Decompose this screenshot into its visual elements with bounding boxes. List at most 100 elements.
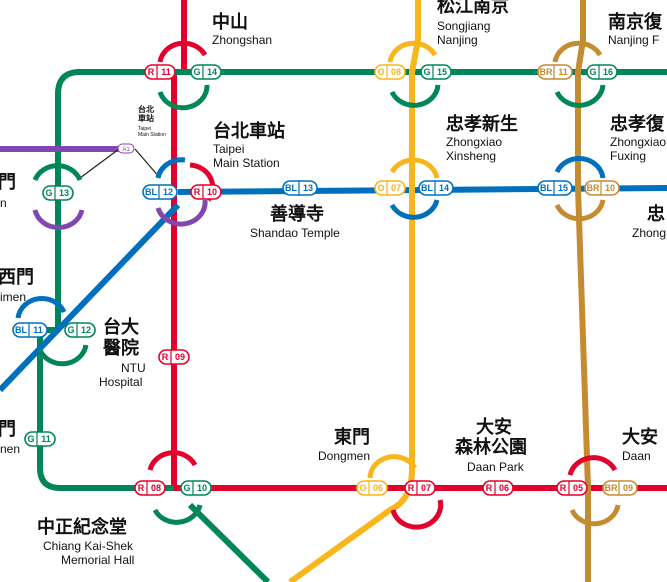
daan-park-en: Daan Park	[467, 460, 525, 474]
taipei-main-en1: Taipei	[213, 142, 244, 156]
station-code-line: BR	[587, 183, 600, 193]
station-code-number: 08	[151, 483, 161, 493]
station-code-line: G	[193, 67, 200, 77]
transfer-rings	[15, 40, 621, 530]
station-code-o06[interactable]: O 06	[356, 480, 388, 496]
station-code-line: G	[27, 434, 34, 444]
songjiang-en1: Songjiang	[437, 19, 490, 33]
station-code-line: R	[148, 67, 155, 77]
taipei-main-zh[interactable]: 台北車站	[213, 120, 285, 142]
station-code-number: 07	[391, 183, 401, 193]
station-code-line: R	[486, 483, 493, 493]
ntu-hospital-en1: NTU	[121, 361, 146, 375]
daan-park-zh1[interactable]: 大安	[476, 416, 512, 438]
station-code-o07[interactable]: O 07	[374, 180, 406, 196]
station-code-number: 13	[59, 188, 69, 198]
station-code-g14[interactable]: G 14	[190, 64, 222, 80]
station-code-line: G	[589, 67, 596, 77]
station-code-number: 11	[33, 325, 43, 335]
station-code-number: 11	[161, 67, 171, 77]
station-code-line: G	[423, 67, 430, 77]
airport-en1: Taipei	[138, 126, 151, 132]
station-code-number: 16	[603, 67, 613, 77]
zhongxiao-xinsheng-en1: Zhongxiao	[446, 135, 502, 149]
airport-station-code-text: A1	[122, 147, 130, 153]
nanjing-fuxing-zh[interactable]: 南京復	[608, 11, 663, 33]
station-code-line: O	[377, 183, 384, 193]
station-code-r10[interactable]: R 10	[190, 184, 222, 200]
station-code-number: 12	[81, 325, 91, 335]
daan-park-zh2[interactable]: 森林公園	[455, 436, 527, 458]
station-code-r11[interactable]: R 11	[144, 64, 176, 80]
green-line	[37, 69, 667, 582]
nanjing-fuxing-en: Nanjing F	[608, 33, 659, 47]
station-code-number: 06	[373, 483, 383, 493]
shandao-zh[interactable]: 善導寺	[270, 203, 324, 225]
zhongxiao-fuxing-zh[interactable]: 忠孝復	[610, 113, 665, 135]
songjiang-en2: Nanjing	[437, 33, 478, 47]
dongmen-en: Dongmen	[318, 449, 370, 463]
station-code-bl13[interactable]: BL 13	[282, 180, 318, 196]
station-code-number: 14	[439, 183, 449, 193]
station-code-line: BR	[540, 67, 553, 77]
station-code-number: 10	[197, 483, 207, 493]
station-code-line: BL	[15, 325, 27, 335]
station-code-line: R	[560, 483, 567, 493]
ntu-hospital-zh2[interactable]: 醫院	[103, 337, 139, 359]
station-code-g11[interactable]: G 11	[24, 431, 56, 447]
station-code-bl11[interactable]: BL 11	[12, 322, 48, 338]
station-code-number: 13	[303, 183, 313, 193]
daan-en: Daan	[622, 449, 651, 463]
zhongshan-ring-top	[157, 40, 208, 63]
station-code-line: R	[194, 187, 201, 197]
station-code-number: 11	[41, 434, 51, 444]
station-code-line: BR	[605, 483, 618, 493]
ntu-hospital-zh1[interactable]: 台大	[103, 316, 139, 338]
airport-en2: Main Station	[138, 132, 166, 138]
station-code-line: R	[408, 483, 415, 493]
station-code-br11[interactable]: BR 11	[537, 64, 573, 80]
station-code-line: BL	[285, 183, 297, 193]
zhongshan-ring-bottom	[157, 84, 210, 111]
station-code-line: G	[183, 483, 190, 493]
songjiang-zh[interactable]: 松江南京	[437, 0, 509, 17]
station-code-number: 14	[207, 67, 217, 77]
ckst-zh[interactable]: 中正紀念堂	[37, 516, 127, 538]
airport-zh2: 車站	[138, 113, 154, 123]
brown-line	[575, 0, 591, 582]
ximen-zh[interactable]: 西門	[0, 267, 34, 288]
airport-station-code[interactable]: A1	[117, 143, 135, 154]
station-code-line: BL	[145, 187, 157, 197]
zhongxiao-xinsheng-zh[interactable]: 忠孝新生	[446, 113, 518, 135]
station-code-g10[interactable]: G 10	[180, 480, 212, 496]
dongmen-zh[interactable]: 東門	[334, 426, 370, 448]
station-code-number: 11	[558, 67, 568, 77]
zhong-cut-zh[interactable]: 忠	[647, 204, 665, 225]
xiaonanmen-zh[interactable]: 門	[0, 419, 16, 440]
station-code-g16[interactable]: G 16	[586, 64, 618, 80]
station-code-number: 10	[207, 187, 217, 197]
xiaonanmen-en: nen	[0, 442, 20, 456]
zhongshan-zh[interactable]: 中山	[212, 11, 248, 33]
zhongxiao-fuxing-en1: Zhongxiao	[610, 135, 666, 149]
station-code-line: O	[359, 483, 366, 493]
daan-zh[interactable]: 大安	[622, 426, 658, 448]
beimen-zh[interactable]: 門	[0, 172, 16, 193]
station-code-number: 08	[391, 67, 401, 77]
